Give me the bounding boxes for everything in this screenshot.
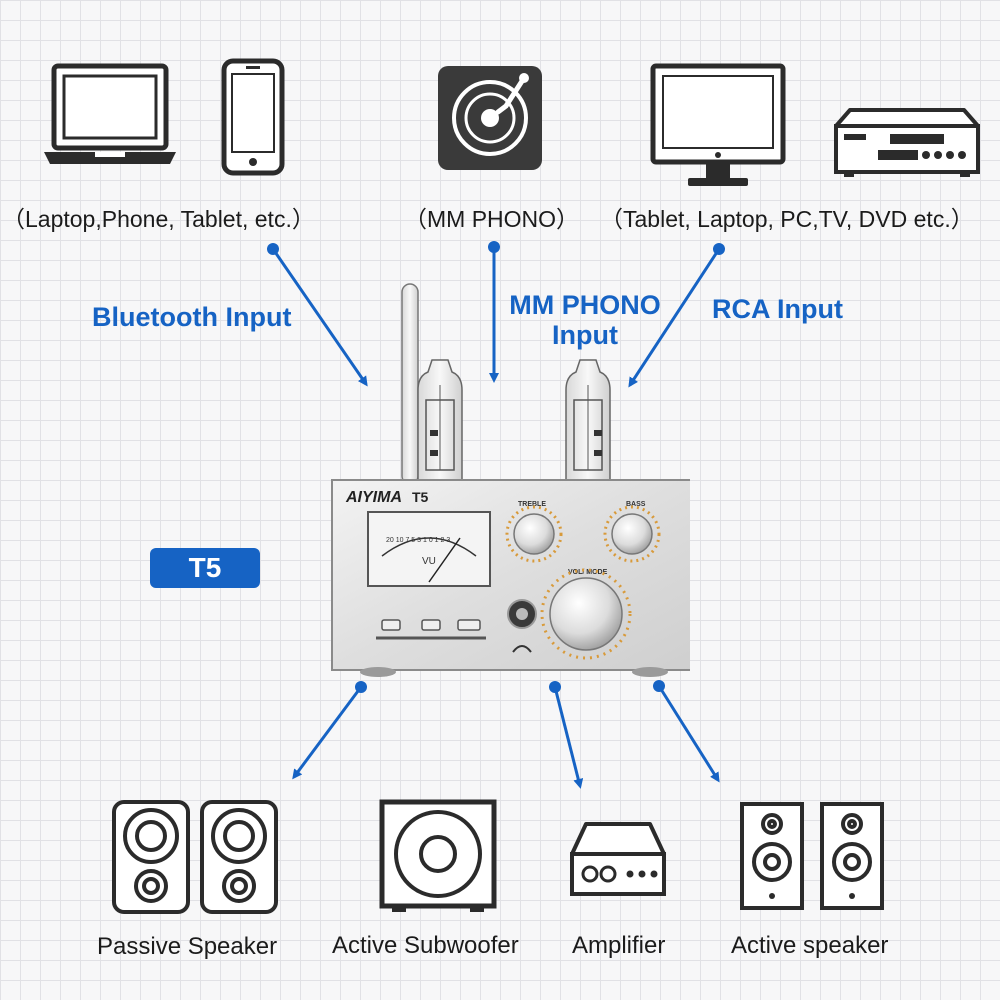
bluetooth-input-label: Bluetooth Input: [92, 302, 292, 332]
rca-sources-caption: （Tablet, Laptop, PC,TV, DVD etc.）: [600, 206, 974, 232]
volume-knob: VOL/ MODE: [540, 568, 632, 660]
bass-label: BASS: [626, 501, 646, 508]
laptop-icon: [44, 63, 176, 164]
phono-input-label: MM PHONO Input: [500, 290, 670, 350]
rca-input-arrow: [628, 248, 721, 388]
headphone-jack: [507, 599, 537, 653]
monitor-icon: [650, 63, 786, 186]
model-badge: T5: [150, 548, 260, 588]
treble-label: TREBLE: [518, 501, 546, 508]
front-buttons: [376, 619, 486, 640]
device-brand: AIYIMA: [345, 489, 402, 506]
phono-input-label-line2: Input: [552, 320, 618, 350]
active-speaker-icon: [740, 802, 884, 910]
amplifier-arrow: [553, 686, 584, 789]
vu-label: VU: [422, 556, 436, 567]
vu-meter: 20 10 7 5 3 1 0 1 2 3 VU: [367, 511, 491, 587]
bluetooth-sources-caption: （Laptop,Phone, Tablet, etc.）: [2, 206, 315, 232]
phone-icon: [221, 58, 285, 176]
passive-speaker-caption: Passive Speaker: [97, 933, 278, 960]
left-vacuum-tube: [417, 359, 463, 481]
antenna: [401, 283, 419, 485]
phono-source-caption: （MM PHONO）: [404, 206, 580, 232]
active-speaker-caption: Active speaker: [731, 932, 889, 959]
amplifier-caption: Amplifier: [572, 932, 666, 959]
vu-scale: 20 10 7 5 3 1 0 1 2 3: [386, 537, 450, 544]
rca-input-label: RCA Input: [712, 294, 843, 324]
bluetooth-input-arrow: [271, 248, 368, 387]
subwoofer-icon: [379, 799, 497, 912]
phono-input-label-line1: MM PHONO: [509, 290, 661, 320]
right-vacuum-tube: [565, 359, 611, 481]
active-speaker-arrow: [657, 685, 720, 783]
volume-label: VOL/ MODE: [568, 569, 608, 576]
tube-amplifier-device: AIYIMA T5 20 10 7 5 3 1 0 1 2 3 VU TREBL…: [331, 283, 690, 677]
passive-speaker-arrow: [292, 686, 363, 780]
treble-knob: TREBLE: [505, 501, 563, 563]
amplifier-icon: [570, 822, 666, 896]
active-subwoofer-caption: Active Subwoofer: [332, 932, 519, 959]
turntable-icon: [438, 66, 542, 170]
device-model: T5: [412, 489, 429, 505]
bass-knob: BASS: [603, 501, 661, 563]
dvd-player-icon: [834, 108, 980, 177]
passive-speaker-icon: [112, 800, 278, 914]
